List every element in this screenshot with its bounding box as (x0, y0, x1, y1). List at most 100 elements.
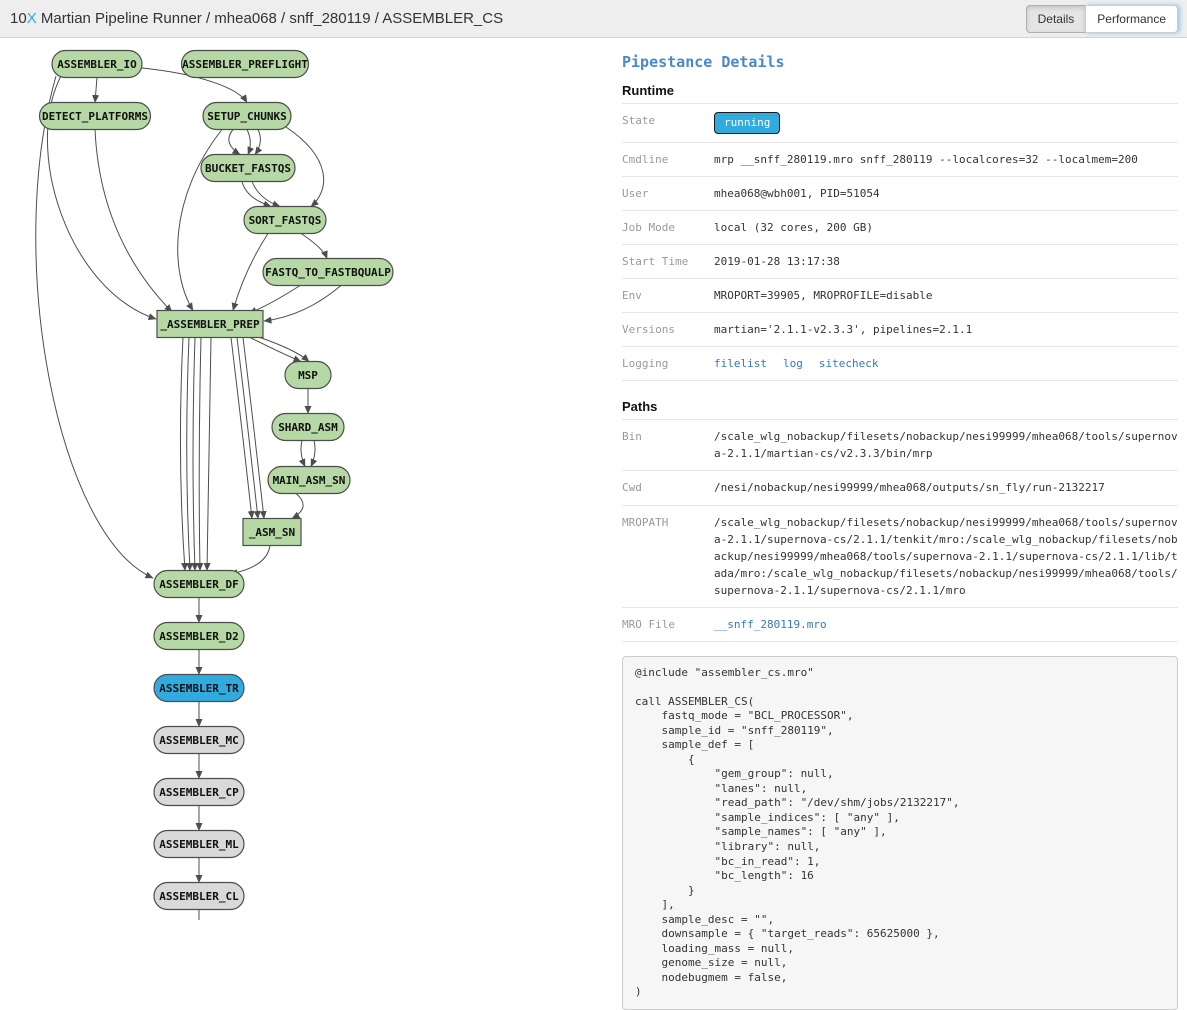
graph-edge-setup_chunks-to-sort_fastqs (285, 126, 324, 207)
graph-node-label: ASSEMBLER_CP (159, 786, 239, 799)
row-value: running (714, 102, 1178, 143)
graph-node-_asm_sn[interactable]: _ASM_SN (242, 517, 302, 547)
row-value: __snff_280119.mro (714, 606, 1178, 642)
graph-edge-setup_chunks-to-_assembler_prep (177, 129, 223, 311)
graph-node-shard_asm[interactable]: SHARD_ASM (271, 412, 345, 442)
row-value: local (32 cores, 200 GB) (714, 210, 1178, 245)
graph-node-msp[interactable]: MSP (284, 360, 332, 390)
graph-edge-assembler_io-to-assembler_df (35, 75, 154, 579)
graph-node-assembler_cp[interactable]: ASSEMBLER_CP (153, 777, 245, 807)
graph-node-label: ASSEMBLER_D2 (159, 630, 238, 643)
graph-node-fastq_to_fastbqualp[interactable]: FASTQ_TO_FASTBQUALP (262, 257, 394, 287)
graph-node-label: SHARD_ASM (278, 421, 338, 434)
graph-node-detect_platforms[interactable]: DETECT_PLATFORMS (38, 101, 152, 131)
graph-edge-setup_chunks-to-bucket_fastqs (254, 129, 263, 155)
graph-edge-_assembler_prep-to-assembler_df (191, 337, 199, 571)
row-label: MRO File (622, 606, 714, 642)
graph-edge-shard_asm-to-main_asm_sn (298, 440, 306, 467)
graph-edge-assembler_io-to-setup_chunks (141, 67, 248, 103)
paths-table: Bin/scale_wlg_nobackup/filesets/nobackup… (622, 419, 1178, 642)
paths-heading: Paths (622, 399, 658, 415)
graph-node-sort_fastqs[interactable]: SORT_FASTQS (243, 205, 327, 235)
row-value: /nesi/nobackup/nesi99999/mhea068/outputs… (714, 470, 1178, 506)
graph-edge-fastq_to_fastbqualp-to-_assembler_prep (263, 285, 342, 324)
graph-node-label: DETECT_PLATFORMS (42, 110, 148, 123)
graph-node-label: ASSEMBLER_TR (159, 682, 239, 695)
tab-details[interactable]: Details (1025, 5, 1087, 33)
graph-node-label: BUCKET_FASTQS (205, 162, 291, 175)
graph-edge-_assembler_prep-to-assembler_df (196, 337, 204, 571)
graph-node-label: ASSEMBLER_ML (159, 838, 239, 851)
row-value: filelist log sitecheck (714, 346, 1178, 382)
graph-edge-_assembler_prep-to-msp (259, 337, 310, 362)
row-label: Cwd (622, 470, 714, 506)
row-value: martian='2.1.1-v2.3.3', pipelines=2.1.1 (714, 312, 1178, 347)
graph-node-label: SORT_FASTQS (249, 214, 322, 227)
row-label: Versions (622, 312, 714, 347)
mro-file-link[interactable]: __snff_280119.mro (714, 617, 827, 631)
graph-node-assembler_ml[interactable]: ASSEMBLER_ML (153, 829, 245, 859)
graph-node-main_asm_sn[interactable]: MAIN_ASM_SN (267, 465, 351, 495)
graph-edge-_assembler_prep-to-_asm_sn (230, 337, 255, 519)
row-value: MROPORT=39905, MROPROFILE=disable (714, 278, 1178, 313)
graph-edge-_assembler_prep-to-assembler_df (186, 337, 194, 571)
graph-edge-bucket_fastqs-to-sort_fastqs (251, 181, 281, 208)
row-label: State (622, 102, 714, 143)
paths-row-mropath: MROPATH/scale_wlg_nobackup/filesets/noba… (622, 504, 1178, 608)
graph-edge-setup_chunks-to-bucket_fastqs (228, 129, 241, 155)
graph-node-setup_chunks[interactable]: SETUP_CHUNKS (202, 101, 292, 131)
row-label: Logging (622, 346, 714, 382)
graph-node-assembler_mc[interactable]: ASSEMBLER_MC (153, 725, 245, 755)
graph-edge-_assembler_prep-to-_asm_sn (236, 337, 261, 519)
graph-node-assembler_cl[interactable]: ASSEMBLER_CL (153, 881, 245, 911)
graph-node-label: ASSEMBLER_DF (159, 578, 238, 591)
row-value: mhea068@wbh001, PID=51054 (714, 176, 1178, 211)
paths-row-cwd: Cwd/nesi/nobackup/nesi99999/mhea068/outp… (622, 470, 1178, 506)
graph-node-assembler_tr[interactable]: ASSEMBLER_TR (153, 673, 245, 703)
pipeline-graph: ASSEMBLER_IO ASSEMBLER_PREFLIGHT DETECT_PL… (35, 49, 394, 920)
sitecheck-link[interactable]: sitecheck (818, 357, 879, 371)
row-label: Cmdline (622, 142, 714, 177)
breadcrumb-text: Martian Pipeline Runner / mhea068 / snff… (36, 10, 504, 27)
graph-node-bucket_fastqs[interactable]: BUCKET_FASTQS (200, 153, 296, 183)
brand-10: 10 (10, 10, 27, 27)
graph-edge-_assembler_prep-to-msp (249, 337, 302, 362)
row-value: mrp __snff_280119.mro snff_280119 --loca… (714, 142, 1178, 177)
graph-node-assembler_df[interactable]: ASSEMBLER_DF (153, 569, 245, 599)
mro-source-code: @include "assembler_cs.mro" call ASSEMBL… (622, 655, 1178, 1010)
row-label: Job Mode (622, 210, 714, 245)
graph-edges (35, 67, 342, 920)
graph-node-assembler_io[interactable]: ASSEMBLER_IO (51, 49, 143, 79)
graph-node-_assembler_prep[interactable]: _ASSEMBLER_PREP (156, 309, 264, 339)
graph-edge-_assembler_prep-to-assembler_df (179, 337, 188, 571)
graph-node-label: _ASM_SN (249, 526, 295, 539)
filelist-link[interactable]: filelist (714, 357, 767, 371)
row-label: Start Time (622, 244, 714, 279)
graph-node-label: ASSEMBLER_MC (159, 734, 238, 747)
log-link[interactable]: log (782, 357, 803, 371)
top-bar: 10X Martian Pipeline Runner / mhea068 / … (0, 0, 1187, 38)
graph-edge-_assembler_prep-to-_asm_sn (242, 337, 267, 519)
graph-edge-_asm_sn-to-assembler_df (229, 545, 271, 577)
row-value: 2019-01-28 13:17:38 (714, 244, 1178, 279)
graph-node-assembler_d2[interactable]: ASSEMBLER_D2 (153, 621, 245, 651)
graph-node-assembler_preflight[interactable]: ASSEMBLER_PREFLIGHT (180, 49, 310, 79)
row-label: Env (622, 278, 714, 313)
tab-performance[interactable]: Performance (1085, 5, 1178, 33)
graph-edge-sort_fastqs-to-_assembler_prep (231, 233, 269, 311)
runtime-heading: Runtime (622, 83, 674, 98)
graph-edge-shard_asm-to-main_asm_sn (310, 440, 318, 467)
paths-row-bin: Bin/scale_wlg_nobackup/filesets/nobackup… (622, 419, 1178, 471)
paths-row-mro-file: MRO File__snff_280119.mro (622, 606, 1178, 642)
state-badge: running (714, 112, 781, 135)
